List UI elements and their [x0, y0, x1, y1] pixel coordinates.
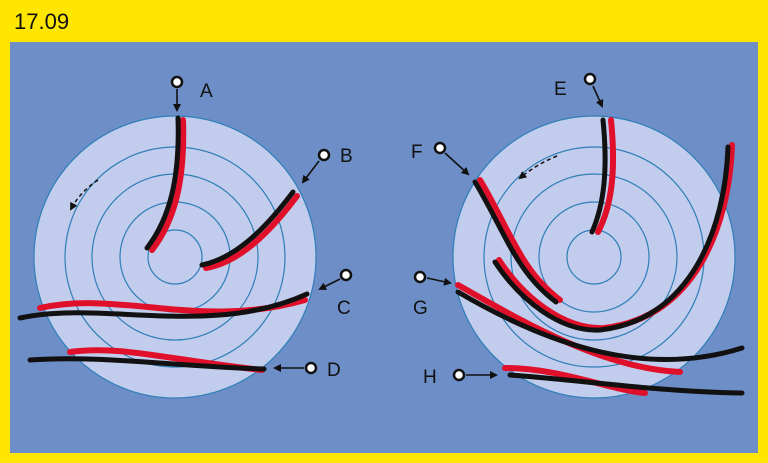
left-disc-outer-ring [33, 115, 317, 399]
track-b [199, 189, 300, 271]
track-a [144, 115, 187, 253]
label-g: G [413, 298, 428, 319]
label-a: A [200, 81, 213, 102]
label-f: F [411, 142, 423, 163]
pointer-a [170, 75, 184, 112]
right-disc-ring [538, 201, 650, 313]
pointer-b [301, 148, 331, 184]
label-h: H [423, 367, 437, 388]
pointer-f [433, 141, 470, 176]
track-g [455, 282, 745, 375]
left-disc-ring [64, 146, 286, 368]
label-c: C [337, 298, 351, 319]
right-disc-ring [510, 173, 678, 341]
rotation-arrow-icon [70, 179, 99, 211]
figure-number: 17.09 [14, 9, 70, 34]
pointer-h [452, 368, 498, 382]
rotation-arrow-icon [518, 155, 558, 180]
pointer-c [318, 268, 353, 290]
track-c [17, 291, 310, 321]
pointer-d [273, 361, 318, 375]
label-e: E [554, 79, 567, 100]
left-disc-ring [147, 229, 203, 285]
track-h [502, 365, 745, 396]
track-d [27, 347, 267, 373]
label-b: B [340, 146, 353, 167]
label-d: D [327, 360, 341, 381]
track-f [472, 177, 563, 305]
pointer-g [413, 270, 452, 286]
track-e [492, 117, 735, 333]
pointer-e [583, 72, 604, 108]
